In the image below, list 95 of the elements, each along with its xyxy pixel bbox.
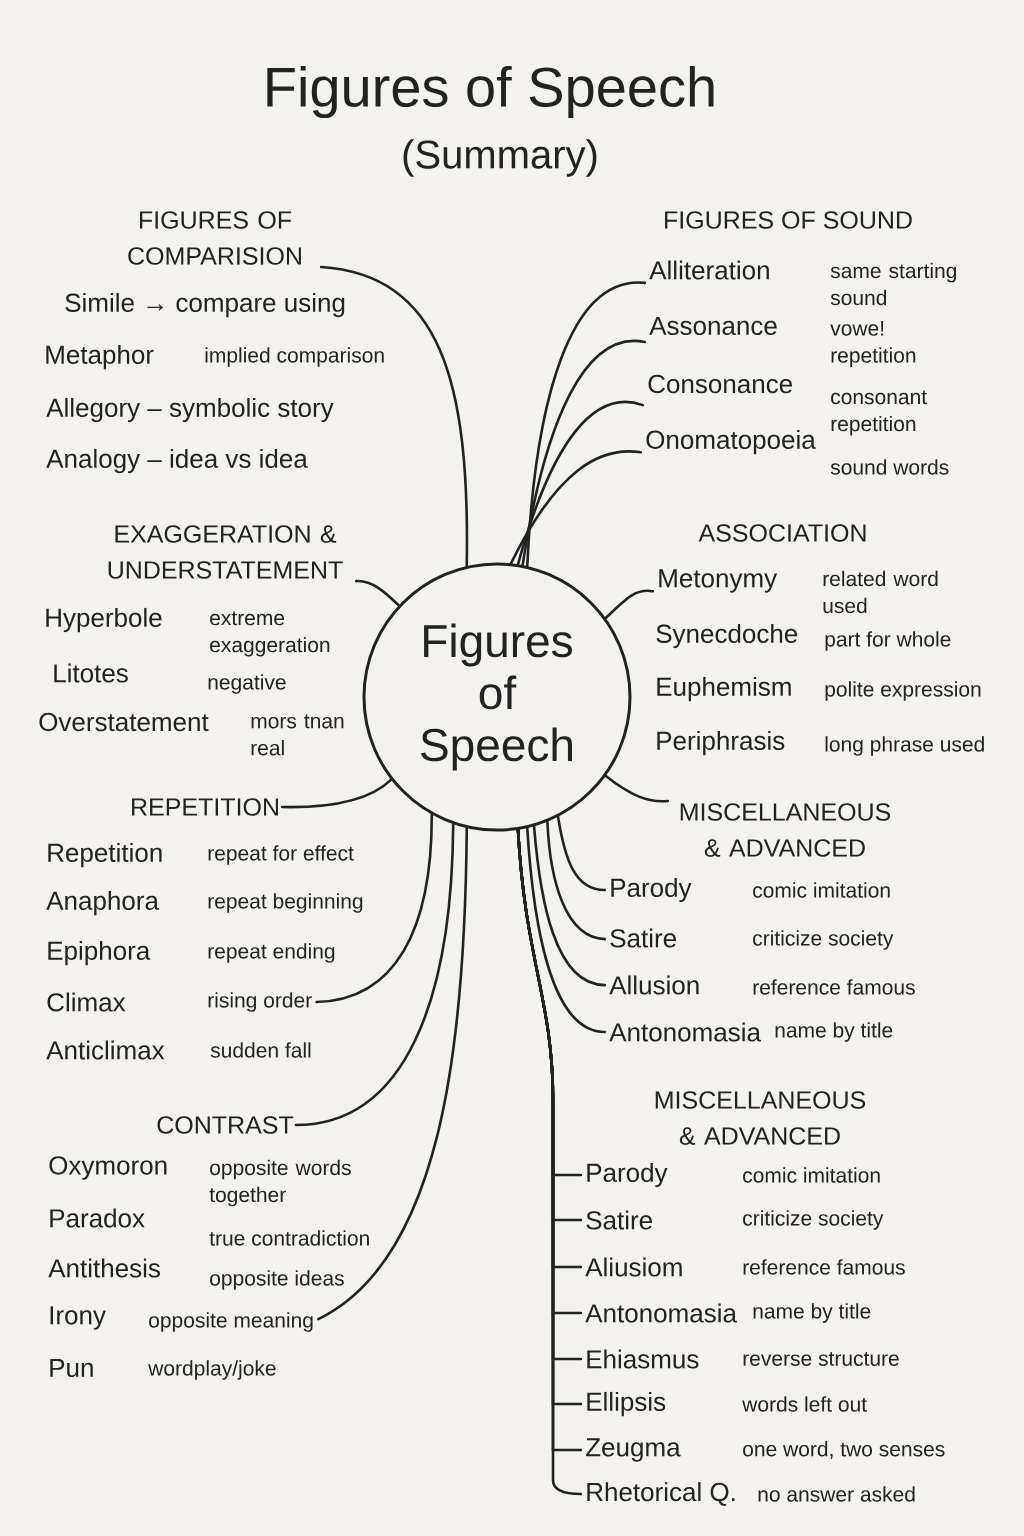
connector-line <box>525 281 647 568</box>
definition-text: part for whole <box>825 631 951 651</box>
definition-text: criticize society <box>743 1210 884 1230</box>
term-label: Anticlimax <box>46 1040 165 1060</box>
term-label: Metonymy <box>659 569 778 593</box>
definition-text: vowe! repetition <box>830 321 916 367</box>
term-label: Hyperbole <box>46 607 162 633</box>
connector-line <box>604 589 655 620</box>
term-label: Paradox <box>50 1208 145 1228</box>
connector-line <box>354 579 400 607</box>
connector-line <box>509 450 643 565</box>
category-heading: CONTRAST <box>157 1116 294 1134</box>
definition-text: repeat ending <box>208 943 335 963</box>
connector-line <box>546 820 607 941</box>
term-label: Ehiasmus <box>587 1349 699 1369</box>
category-heading: REPETITION <box>132 798 278 816</box>
title: Figures of Speech <box>267 65 714 119</box>
definition-text: mors tnan real <box>251 714 344 756</box>
term-label: Antithesis <box>48 1258 160 1278</box>
definition-text: long phrase used <box>825 736 984 756</box>
connector-line <box>319 265 469 568</box>
definition-text: name by title <box>775 1022 893 1042</box>
connector-line <box>516 401 645 566</box>
term-label: Parody <box>611 877 692 903</box>
definition-text: implied comparison <box>205 347 384 367</box>
definition-text: wordplay/joke <box>148 1360 276 1380</box>
term-label: Oxymoron <box>49 1156 167 1180</box>
definition-text: reference famous <box>753 979 915 995</box>
definition-text: comic imitation <box>743 1167 880 1183</box>
definition-text: sudden fall <box>210 1042 311 1058</box>
term-label: Repetition <box>48 842 162 868</box>
term-label: Assonance <box>649 316 777 336</box>
term-label: Climax <box>47 992 126 1012</box>
definition-text: sound words <box>830 459 949 475</box>
term-label: Antonomasia <box>609 1022 761 1042</box>
term-label: Allusion <box>609 975 699 995</box>
term-label: Onomatopoeia <box>646 429 816 455</box>
definition-text: criticize society <box>753 930 894 950</box>
category-heading: FIGURES OF COMPARISION <box>128 211 301 265</box>
term-label: Satire <box>610 928 676 948</box>
term-label: Antonomasia <box>585 1303 737 1323</box>
term-label: Euphemism <box>657 676 791 702</box>
term-label: Pun <box>50 1358 93 1378</box>
subtitle: (Summary) <box>403 139 597 177</box>
definition-text: opposite words together <box>209 1159 351 1207</box>
category-heading: MISCELLANEOUS & ADVANCED <box>680 803 891 857</box>
term-label: Consonance <box>648 374 792 394</box>
definition-text: extreme exaggeration <box>210 611 330 657</box>
definition-text: opposite ideas <box>210 1270 344 1290</box>
definition-text: name by title <box>753 1303 871 1323</box>
definition-text: repeat beginning <box>208 893 363 913</box>
term-label: Analogy – idea vs idea <box>46 448 308 474</box>
connector-line <box>317 826 469 1321</box>
connector-line <box>556 815 607 892</box>
definition-text: one word, two senses <box>743 1441 945 1459</box>
definition-text: reference famous <box>743 1259 905 1275</box>
term-label: Rhetorical Q. <box>587 1482 735 1506</box>
connector-line <box>532 825 607 987</box>
definition-text: rising order <box>208 992 312 1012</box>
term-label: Anaphora <box>46 890 159 916</box>
term-label: Simile → compare using <box>65 292 345 318</box>
definition-text: reverse structure <box>743 1352 899 1366</box>
category-heading: MISCELLANEOUS & ADVANCED <box>655 1091 866 1145</box>
term-label: Synecdoche <box>656 623 798 649</box>
category-heading: FIGURES OF SOUND <box>665 211 912 229</box>
term-label: Periphrasis <box>657 730 785 756</box>
term-label: Litotes <box>54 663 128 683</box>
definition-text: opposite meaning <box>149 1312 313 1332</box>
category-heading: ASSOCIATION <box>698 524 866 542</box>
connector-line <box>315 813 434 1004</box>
definition-text: polite expression <box>825 681 981 701</box>
connector-line <box>294 822 455 1127</box>
term-label: Alliteration <box>649 260 769 280</box>
term-label: Zeugma <box>586 1438 681 1462</box>
connector-line <box>280 778 393 809</box>
term-label: Satire <box>586 1210 652 1230</box>
connector-line <box>604 774 670 803</box>
term-label: Ellipsis <box>587 1391 666 1417</box>
definition-text: negative <box>208 674 286 694</box>
definition-text: no answer asked <box>758 1486 915 1502</box>
definition-text: repeat for effect <box>208 845 354 865</box>
definition-text: true contradiction <box>209 1230 369 1246</box>
connector-line <box>525 826 607 1034</box>
term-label: Irony <box>50 1306 106 1330</box>
category-heading: EXAGGERATION & UNDERSTATEMENT <box>108 525 343 579</box>
definition-text: consonant repetition <box>831 390 927 436</box>
definition-text: words left out <box>742 1396 867 1412</box>
term-label: Parody <box>587 1162 668 1188</box>
term-label: Allegory – symbolic story <box>46 397 334 423</box>
term-label: Overstatement <box>39 712 209 732</box>
term-label: Metaphor <box>46 344 154 370</box>
term-label: Epiphora <box>48 940 151 966</box>
definition-text: comic imitation <box>753 882 890 898</box>
connector-line <box>521 339 647 567</box>
term-label: Aliusiom <box>585 1257 682 1277</box>
